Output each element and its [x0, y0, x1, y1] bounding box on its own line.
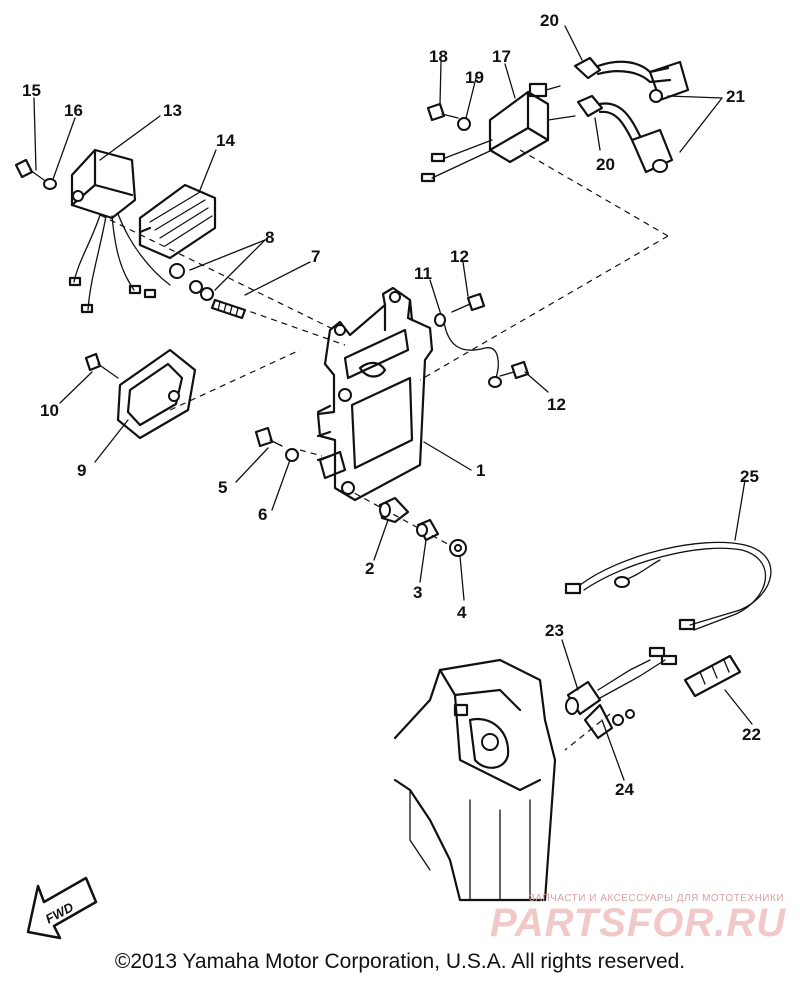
engine-block-outline	[393, 658, 557, 902]
callout-1: 1	[476, 461, 485, 480]
grommet-8	[169, 263, 214, 301]
callout-25: 25	[740, 467, 759, 486]
bracket-24	[583, 703, 635, 740]
callout-11: 11	[414, 264, 432, 283]
watermark-logo: PARTSFOR.RU	[490, 901, 787, 945]
cover-plate-9	[116, 348, 197, 440]
callout-14: 14	[216, 131, 235, 150]
callout-17: 17	[492, 47, 511, 66]
bracket-1	[316, 286, 434, 502]
callout-23: 23	[545, 621, 564, 640]
stop-switch-23	[565, 646, 678, 716]
callout-20-lower: 20	[596, 155, 615, 174]
washer-19	[457, 117, 471, 131]
callout-2: 2	[365, 559, 374, 578]
collar-3	[416, 518, 440, 542]
grommet-2	[378, 496, 410, 524]
callout-18: 18	[429, 47, 448, 66]
callout-10: 10	[40, 401, 59, 420]
cdi-unit-13	[68, 148, 171, 314]
callout-7: 7	[311, 247, 320, 266]
callout-19: 19	[465, 68, 484, 87]
callout-24: 24	[615, 780, 634, 799]
wire-harness-25	[564, 541, 772, 631]
callout-20-upper: 20	[540, 11, 559, 30]
callout-labels: 1 2 3 4 5 6 7 8 9 10 11 12 12 13 14 15 1…	[22, 11, 761, 799]
callout-4: 4	[457, 603, 467, 622]
bolt-5	[254, 426, 283, 448]
watermark-tagline: ЗАПЧАСТИ И АКСЕССУАРЫ ДЛЯ МОТОТЕХНИКИ	[528, 893, 784, 904]
plug-cap-seal-20-lower	[576, 94, 642, 142]
rectifier-regulator-14	[138, 183, 217, 260]
callout-21: 21	[726, 87, 745, 106]
leader-lines	[33, 25, 753, 781]
copyright-notice: ©2013 Yamaha Motor Corporation, U.S.A. A…	[114, 950, 686, 973]
fwd-arrow-marker: FWD	[26, 876, 98, 940]
callout-8: 8	[265, 228, 274, 247]
callout-12-lower: 12	[547, 395, 566, 414]
callout-12-upper: 12	[450, 247, 469, 266]
callout-15: 15	[22, 81, 41, 100]
washer-16	[43, 178, 57, 190]
bolt-18	[426, 102, 459, 122]
callout-3: 3	[413, 583, 422, 602]
callout-5: 5	[218, 478, 227, 497]
assembly-dashed-lines	[99, 149, 669, 751]
ignition-coil-17	[420, 82, 576, 183]
stud-7	[210, 298, 247, 320]
ground-lead-11	[434, 313, 502, 388]
spark-plug-cap-21	[630, 60, 690, 174]
bolt-12-lower	[499, 360, 530, 380]
callout-6: 6	[258, 505, 267, 524]
bolt-12-upper	[451, 292, 486, 313]
callout-9: 9	[77, 461, 86, 480]
bolt-10	[84, 352, 119, 379]
bolt-15	[14, 158, 45, 181]
callout-13: 13	[163, 101, 182, 120]
washer-6	[285, 448, 299, 462]
callout-16: 16	[64, 101, 83, 120]
stop-switch-lanyard-22	[683, 654, 742, 698]
washer-4	[449, 539, 467, 557]
callout-22: 22	[742, 725, 761, 744]
